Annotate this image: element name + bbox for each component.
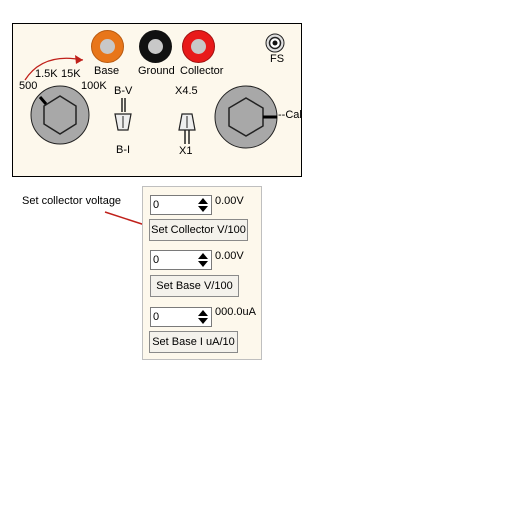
set-collector-button[interactable]: Set Collector V/100 [149, 219, 248, 241]
spin-arrows-icon[interactable] [197, 197, 209, 213]
cal-label: --Cal [278, 109, 302, 121]
bv-bi-toggle-switch[interactable] [111, 96, 135, 134]
switch-bi-label: B-I [116, 144, 131, 156]
collector-jack[interactable] [182, 30, 215, 63]
set-base-voltage-button[interactable]: Set Base V/100 [150, 275, 239, 297]
base-voltage-input[interactable] [153, 252, 193, 267]
range-knob[interactable] [29, 84, 91, 146]
base-current-spinbox[interactable] [150, 307, 212, 327]
range-toggle-switch[interactable] [175, 112, 199, 148]
knob-label-100k: 100K [81, 80, 107, 92]
annotation-text: Set collector voltage [22, 195, 122, 207]
ground-jack-label: Ground [138, 65, 175, 77]
fs-jack-icon[interactable] [265, 33, 285, 53]
instrument-panel: 500 1.5K 15K 100K Base Ground Collector … [12, 23, 302, 177]
base-current-readout: 000.0uA [215, 306, 256, 318]
collector-voltage-input[interactable] [153, 197, 193, 212]
base-voltage-readout: 0.00V [215, 250, 244, 262]
set-base-current-button[interactable]: Set Base I uA/10 [149, 331, 238, 353]
base-jack-label: Base [94, 65, 120, 77]
knob-label-500: 500 [19, 80, 38, 92]
collector-voltage-readout: 0.00V [215, 195, 244, 207]
base-voltage-spinbox[interactable] [150, 250, 212, 270]
control-dialog: 0.00V Set Collector V/100 0.00V Set Base… [142, 186, 262, 360]
range-arrow-icon [24, 55, 84, 81]
fs-label: FS [270, 53, 285, 65]
switch-x4-5-label: X4.5 [175, 85, 198, 97]
switch-x1-label: X1 [179, 145, 193, 157]
collector-voltage-spinbox[interactable] [150, 195, 212, 215]
collector-jack-label: Collector [180, 65, 224, 77]
base-current-input[interactable] [153, 309, 193, 324]
base-jack[interactable] [91, 30, 124, 63]
knob-label-1-5k: 1.5K [35, 68, 58, 80]
spin-arrows-icon[interactable] [197, 252, 209, 268]
ground-jack[interactable] [139, 30, 172, 63]
spin-arrows-icon[interactable] [197, 309, 209, 325]
cal-knob[interactable] [213, 84, 279, 150]
knob-label-15k: 15K [61, 68, 81, 80]
switch-bv-label: B-V [114, 85, 133, 97]
